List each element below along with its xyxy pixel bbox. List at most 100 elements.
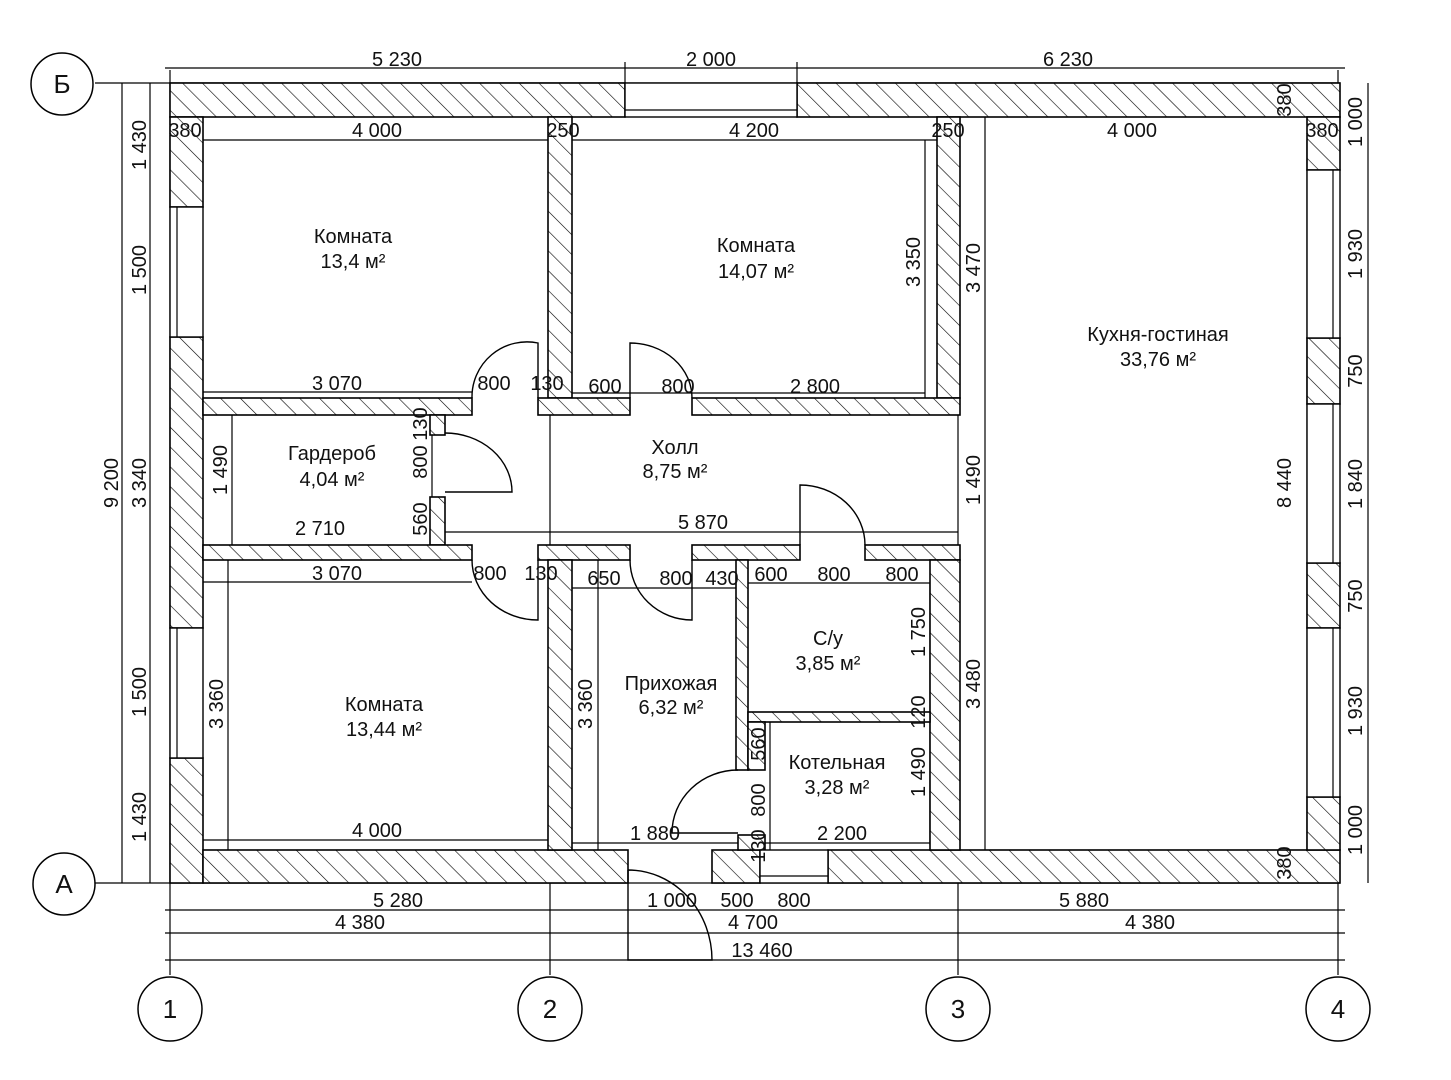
room-area: 4,04 м² xyxy=(300,469,365,491)
dim-text: 250 xyxy=(546,120,579,142)
dim-text: 4 000 xyxy=(352,820,402,842)
dim-text: 3 070 xyxy=(312,373,362,395)
room-area: 13,44 м² xyxy=(346,719,422,741)
dim-text: 8 440 xyxy=(1274,458,1296,508)
axis-label-3: 3 xyxy=(951,994,965,1024)
axis-markers: Б А 1 2 3 4 xyxy=(30,52,1371,1042)
dim-text: 800 xyxy=(473,563,506,585)
dim-text: 2 710 xyxy=(295,518,345,540)
dim-text: 1 430 xyxy=(129,792,151,842)
room-area: 3,28 м² xyxy=(805,777,870,799)
dim-text: 1 490 xyxy=(210,445,232,495)
room-name: Кухня-гостиная xyxy=(1087,324,1229,346)
room-area: 33,76 м² xyxy=(1120,349,1196,371)
dim-text: 800 xyxy=(661,376,694,398)
dim-text: 3 480 xyxy=(963,659,985,709)
dim-text: 800 xyxy=(777,890,810,912)
room-name: Холл xyxy=(651,437,698,459)
room-name: Прихожая xyxy=(625,673,718,695)
dim-text: 500 xyxy=(720,890,753,912)
dim-text: 800 xyxy=(885,564,918,586)
dim-text: 4 000 xyxy=(1107,120,1157,142)
room-name: Комната xyxy=(717,235,796,257)
dim-text: 3 070 xyxy=(312,563,362,585)
dim-text: 1 750 xyxy=(908,607,930,657)
windows xyxy=(169,82,1341,884)
dim-text: 750 xyxy=(1345,579,1367,612)
dim-text: 4 380 xyxy=(1125,912,1175,934)
dim-text: 250 xyxy=(931,120,964,142)
dim-text: 5 280 xyxy=(373,890,423,912)
room-area: 3,85 м² xyxy=(796,653,861,675)
dim-text: 2 000 xyxy=(686,49,736,71)
dimension-texts: 5 230 2 000 6 230 380 4 000 250 4 200 25… xyxy=(101,49,1367,962)
dim-text: 1 880 xyxy=(630,823,680,845)
room-name: Гардероб xyxy=(288,443,376,465)
dim-text: 1 490 xyxy=(908,747,930,797)
dim-text: 13 460 xyxy=(731,940,792,962)
axis-label-b: Б xyxy=(53,69,70,99)
dim-text: 5 870 xyxy=(678,512,728,534)
dim-text: 130 xyxy=(530,373,563,395)
dim-text: 1 000 xyxy=(1345,97,1367,147)
dim-text: 3 360 xyxy=(575,679,597,729)
room-labels: Комната 13,4 м² Комната 14,07 м² Кухня-г… xyxy=(288,226,1229,799)
dim-text: 6 230 xyxy=(1043,49,1093,71)
dim-text: 5 880 xyxy=(1059,890,1109,912)
room-name: Комната xyxy=(345,694,424,716)
dim-text: 4 700 xyxy=(728,912,778,934)
dim-text: 650 xyxy=(587,568,620,590)
dim-text: 560 xyxy=(748,727,770,760)
dim-text: 430 xyxy=(705,568,738,590)
room-area: 13,4 м² xyxy=(321,251,386,273)
dim-text: 800 xyxy=(410,445,432,478)
room-area: 6,32 м² xyxy=(639,697,704,719)
dim-text: 750 xyxy=(1345,354,1367,387)
dim-text: 1 500 xyxy=(129,667,151,717)
dimension-lines xyxy=(121,62,1369,961)
dim-text: 5 230 xyxy=(372,49,422,71)
dim-text: 130 xyxy=(524,563,557,585)
walls xyxy=(169,82,1341,884)
dim-text: 2 800 xyxy=(790,376,840,398)
room-name: Котельная xyxy=(789,752,886,774)
dim-text: 800 xyxy=(477,373,510,395)
axis-label-2: 2 xyxy=(543,994,557,1024)
dim-text: 1 490 xyxy=(963,455,985,505)
dim-text: 1 430 xyxy=(129,120,151,170)
dim-text: 600 xyxy=(588,376,621,398)
dim-text: 800 xyxy=(748,783,770,816)
axis-label-1: 1 xyxy=(163,994,177,1024)
dim-text: 560 xyxy=(410,502,432,535)
dim-text: 380 xyxy=(1274,83,1296,116)
dim-text: 380 xyxy=(168,120,201,142)
dim-text: 3 350 xyxy=(903,237,925,287)
dim-text: 4 380 xyxy=(335,912,385,934)
dim-text: 1 500 xyxy=(129,245,151,295)
axis-label-4: 4 xyxy=(1331,994,1345,1024)
dim-text: 3 340 xyxy=(129,458,151,508)
dim-text: 3 470 xyxy=(963,243,985,293)
dim-text: 380 xyxy=(1274,846,1296,879)
room-name: С/у xyxy=(813,628,843,650)
dim-text: 9 200 xyxy=(101,458,123,508)
dim-text: 120 xyxy=(908,695,930,728)
dim-text: 2 200 xyxy=(817,823,867,845)
dim-text: 380 xyxy=(1305,120,1338,142)
dim-text: 130 xyxy=(410,407,432,440)
dim-text: 130 xyxy=(748,829,770,862)
dim-text: 800 xyxy=(817,564,850,586)
dim-text: 1 930 xyxy=(1345,229,1367,279)
room-area: 8,75 м² xyxy=(643,461,708,483)
doors xyxy=(444,341,866,961)
room-area: 14,07 м² xyxy=(718,261,794,283)
dim-text: 600 xyxy=(754,564,787,586)
dim-text: 4 000 xyxy=(352,120,402,142)
dim-text: 1 840 xyxy=(1345,459,1367,509)
dim-text: 1 000 xyxy=(647,890,697,912)
dim-text: 800 xyxy=(659,568,692,590)
axis-label-a: А xyxy=(55,869,73,899)
dim-text: 1 000 xyxy=(1345,805,1367,855)
dim-text: 4 200 xyxy=(729,120,779,142)
